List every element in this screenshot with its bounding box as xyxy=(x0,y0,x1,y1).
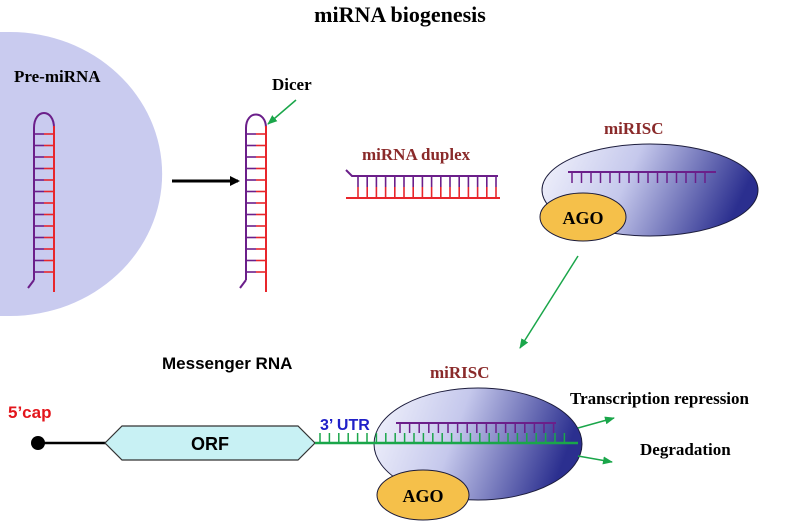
mirisc-top-guide-teeth xyxy=(571,172,706,183)
mrna-utr-strand xyxy=(315,433,578,445)
pre-mirna-overhang xyxy=(27,279,35,289)
degradation-arrow xyxy=(577,455,613,465)
ago-bottom-label: AGO xyxy=(402,486,443,506)
pre-mirna-base-pairs xyxy=(34,133,54,273)
five-cap-label: 5’cap xyxy=(8,403,51,422)
mirna-duplex xyxy=(345,169,500,199)
ago-top-protein xyxy=(539,192,627,242)
diagram-title: miRNA biogenesis xyxy=(314,2,486,27)
degradation-label: Degradation xyxy=(640,440,731,459)
pre-mirna-loop xyxy=(33,112,55,280)
ago-top-label: AGO xyxy=(562,208,603,228)
pre-mirna-hairpin xyxy=(27,112,55,292)
dicer-hairpin-base-pairs xyxy=(246,133,266,273)
dicer-hairpin xyxy=(239,113,267,292)
dicer-pointer-arrow xyxy=(267,99,297,125)
mirna-duplex-base-pairs xyxy=(357,176,497,198)
mirisc-top-guide-strand xyxy=(568,171,716,183)
messenger-rna-label: Messenger RNA xyxy=(162,354,292,373)
mirisc-top-label: miRISC xyxy=(604,119,664,138)
repression-arrow xyxy=(577,416,615,429)
utr-green-ticks xyxy=(319,433,566,443)
dicer-label: Dicer xyxy=(272,75,312,94)
mirisc-bottom-guide-teeth xyxy=(399,423,555,433)
mirna-duplex-label: miRNA duplex xyxy=(362,145,471,164)
transcription-repression-label: Transcription repression xyxy=(570,389,750,408)
duplex-purple-strand xyxy=(345,169,498,177)
mirisc-bottom-label: miRISC xyxy=(430,363,490,382)
dicer-hairpin-loop xyxy=(245,113,267,280)
loading-arrow xyxy=(519,255,579,349)
dicer-hairpin-overhang xyxy=(239,279,247,289)
three-utr-label: 3’ UTR xyxy=(320,417,370,434)
ago-bottom-protein xyxy=(376,469,470,521)
pre-mirna-label: Pre-miRNA xyxy=(14,67,101,86)
orf-label: ORF xyxy=(191,434,229,454)
nucleus-shape xyxy=(0,32,163,316)
mirisc-bottom-guide-strand xyxy=(396,422,556,433)
